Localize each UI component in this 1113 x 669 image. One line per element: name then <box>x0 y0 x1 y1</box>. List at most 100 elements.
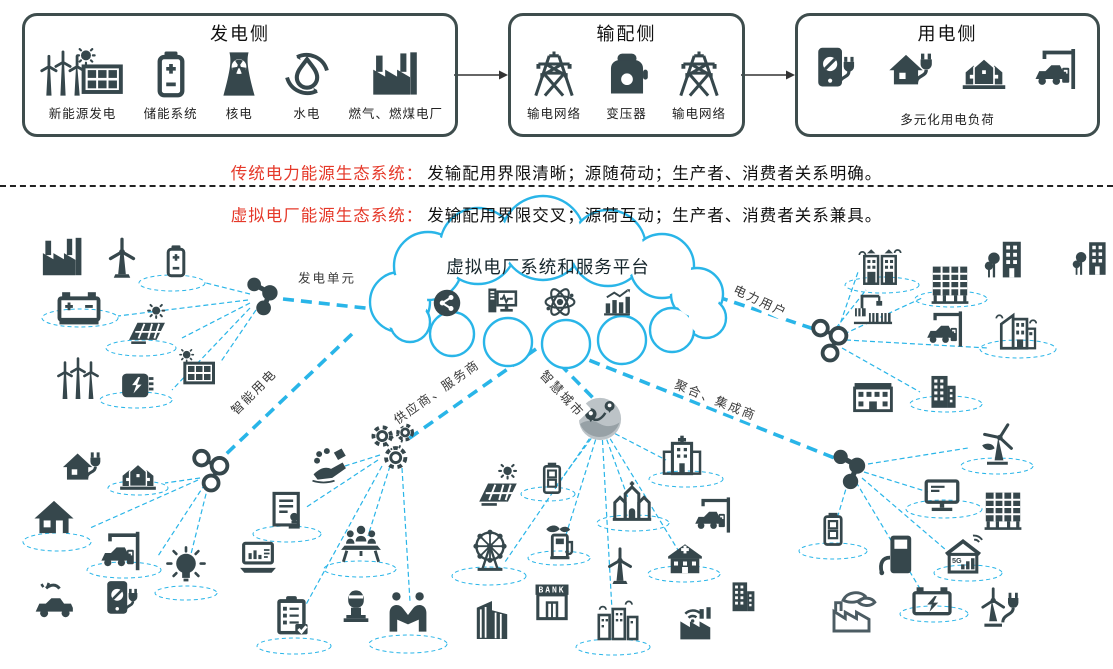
flow-item: 输电网络 <box>672 48 726 122</box>
laptop-icon <box>240 541 276 573</box>
connector-line-suppliers <box>367 465 391 537</box>
power-converter-icon <box>122 373 154 398</box>
dashed-divider <box>0 185 1113 187</box>
connector-line-generation <box>171 307 251 391</box>
monitor-icon <box>924 479 960 512</box>
flow-item <box>886 44 936 94</box>
traditional-ecosystem-text: 发输配用界限清晰；源随荷动；生产者、消费者关系明确。 <box>427 164 883 183</box>
cluster-ellipse <box>22 532 92 552</box>
connector-line-suppliers <box>304 459 379 509</box>
office-icon <box>931 266 969 304</box>
bar-chart-icon <box>604 289 631 316</box>
wind-plug-icon <box>981 587 1019 627</box>
connector-line-power-users <box>841 347 921 393</box>
monitoring-computer-icon <box>488 288 518 313</box>
connector-line-generation <box>181 302 251 339</box>
flow-item-label: 储能系统 <box>143 107 198 121</box>
wind-turbine-icon <box>608 547 632 585</box>
ev-station-icon <box>546 525 574 560</box>
wind-solar-icon <box>40 48 123 96</box>
cluster-ellipse <box>107 480 169 496</box>
cloud-platform-title: 虚拟电厂系统和服务平台 <box>446 257 650 277</box>
vpp-ecosystem-text: 发输配用界限交叉；源荷互动；生产者、消费者关系兼具。 <box>427 206 883 225</box>
transmission-side-title: 输配侧 <box>596 24 657 44</box>
connector-line-smart-consumption <box>189 485 209 559</box>
flow-item <box>1033 44 1083 94</box>
flow-item <box>812 44 862 94</box>
city-blocks-icon <box>858 249 902 285</box>
battery-cells-icon <box>823 512 843 546</box>
cluster-ellipse <box>138 274 206 292</box>
cluster-ellipse <box>86 561 162 579</box>
solar-panel-icon <box>129 303 166 344</box>
ev-charging-icon <box>927 311 963 347</box>
home-5g-icon: 5G <box>944 534 983 574</box>
office-icon <box>984 492 1022 530</box>
connector-line-power-users <box>845 339 989 349</box>
cluster-ellipse <box>105 339 177 357</box>
ferris-wheel-icon <box>473 529 507 571</box>
phone-charger-icon <box>818 47 855 87</box>
share-icon <box>433 289 461 317</box>
factory-icon <box>42 237 82 276</box>
town-icon <box>597 600 639 641</box>
hub-generation <box>247 277 278 316</box>
flow-item: 变压器 <box>601 48 653 122</box>
investment-icon <box>312 448 346 484</box>
flow-arrowhead <box>499 70 508 80</box>
transformer-icon <box>610 53 648 94</box>
branch-line-smart-consumption <box>220 332 354 460</box>
hub-power-users <box>811 318 849 363</box>
meeting-icon <box>341 525 381 563</box>
clinic-icon <box>668 544 702 574</box>
connector-line-aggregators <box>867 447 969 465</box>
connector-line-power-users <box>837 271 859 331</box>
connector-line-suppliers <box>401 467 411 603</box>
generation-side-items: 新能源发电储能系统核电水电燃气、燃煤电厂 <box>37 48 443 122</box>
svg-text:5G: 5G <box>952 556 962 565</box>
cluster-ellipse <box>256 637 332 655</box>
cluster-ellipse <box>323 560 397 578</box>
cluster-ellipse <box>252 525 322 543</box>
hydro-icon <box>285 52 329 96</box>
flow-item: 核电 <box>213 48 265 122</box>
fuel-pump-icon <box>879 535 912 576</box>
flow-item-label: 变压器 <box>606 107 647 121</box>
branch-line-aggregators <box>555 345 843 463</box>
wind-leaf-icon <box>982 423 1013 465</box>
flow-item-label: 输电网络 <box>527 107 582 121</box>
shop-icon <box>853 383 893 413</box>
cluster-ellipse <box>154 585 218 601</box>
hub-suppliers <box>371 423 415 470</box>
cluster-ellipse <box>41 308 119 328</box>
solar-panel-icon <box>479 463 518 506</box>
small-office-icon <box>931 375 956 408</box>
vpp-ecosystem-heading: 虚拟电厂能源生态系统： <box>230 206 424 225</box>
small-office-icon <box>732 582 755 612</box>
skyscraper-icon <box>476 601 508 639</box>
connector-line-smart-city <box>603 431 629 499</box>
connector-line-aggregators <box>863 471 929 493</box>
consumption-side-box: 用电侧 多元化用电负荷 <box>795 13 1100 137</box>
hub-smart-consumption <box>192 448 230 493</box>
factory-icon <box>372 52 417 95</box>
connector-line-generation <box>205 282 251 295</box>
hospital-icon <box>662 435 702 476</box>
handshake-icon <box>389 592 427 632</box>
connector-line-aggregators <box>855 481 923 593</box>
houses-icon <box>963 57 1006 89</box>
connector-line-generation <box>117 299 249 317</box>
connector-line-smart-consumption <box>89 479 199 529</box>
battery-icon <box>157 51 185 98</box>
cluster-ellipse <box>368 634 448 654</box>
cluster-ellipse <box>905 499 983 519</box>
generation-side-title: 发电侧 <box>210 24 270 44</box>
flow-arrowhead <box>786 70 795 80</box>
generation-side-box: 发电侧 新能源发电储能系统核电水电燃气、燃煤电厂 <box>22 13 458 137</box>
connector-line-smart-consumption <box>157 483 206 557</box>
cluster-ellipse <box>648 470 724 488</box>
church-icon <box>612 481 652 521</box>
connector-line-suppliers <box>344 454 381 467</box>
connector-line-smart-city <box>564 431 599 539</box>
